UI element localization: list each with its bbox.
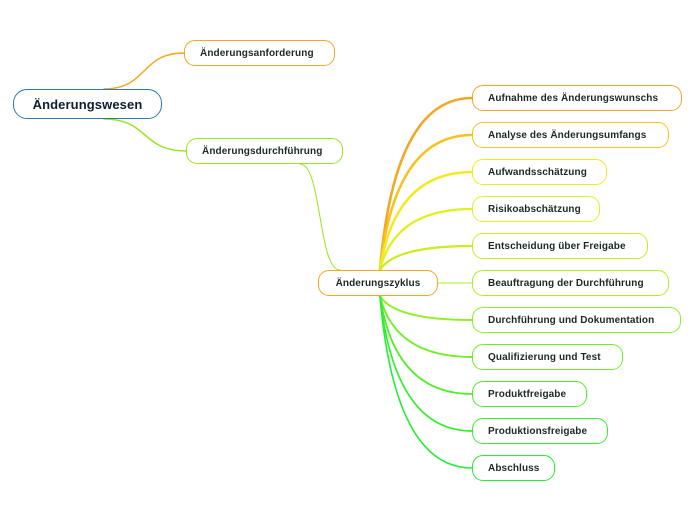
step-node-label: Beauftragung der Durchführung — [488, 277, 644, 289]
step-node-label: Aufwandsschätzung — [488, 166, 587, 178]
step-node-label: Entscheidung über Freigabe — [488, 240, 626, 252]
step-node-label: Analyse des Änderungsumfangs — [488, 129, 647, 141]
step-node-7[interactable]: Durchführung und Dokumentation — [472, 307, 681, 333]
step-node-9[interactable]: Produktfreigabe — [472, 381, 587, 407]
connector-zyklus-step-1 — [378, 96, 474, 272]
step-node-4[interactable]: Risikoabschätzung — [472, 196, 600, 222]
step-node-6[interactable]: Beauftragung der Durchführung — [472, 270, 669, 296]
step-node-label: Produktfreigabe — [488, 388, 567, 400]
connector-zyklus-step-11 — [379, 295, 473, 469]
branch-node-label: Änderungsdurchführung — [202, 145, 323, 157]
connector-zyklus-step-8 — [379, 295, 473, 358]
connector-zyklus-step-7 — [379, 295, 473, 321]
step-node-8[interactable]: Qualifizierung und Test — [472, 344, 623, 370]
connector-durchfuehrung-zyklus — [299, 163, 341, 271]
connector-zyklus-step-4 — [378, 207, 474, 272]
branch-node-aenderungsdurchfuehrung[interactable]: Änderungsdurchführung — [186, 138, 343, 164]
branch-node-label: Änderungsanforderung — [200, 47, 314, 59]
branch-node-aenderungsanforderung[interactable]: Änderungsanforderung — [184, 40, 335, 66]
connector-zyklus-step-10 — [379, 295, 473, 432]
step-node-11[interactable]: Abschluss — [472, 455, 555, 481]
connector-zyklus-step-9 — [379, 295, 473, 395]
connector-root-anforderung — [103, 52, 185, 90]
step-node-1[interactable]: Aufnahme des Änderungswunschs — [472, 85, 682, 111]
step-node-label: Durchführung und Dokumentation — [488, 314, 655, 326]
root-node-label: Änderungswesen — [32, 96, 143, 112]
connector-zyklus-step-2 — [378, 133, 474, 272]
step-node-label: Produktionsfreigabe — [488, 425, 588, 437]
zyklus-node[interactable]: Änderungszyklus — [318, 270, 438, 296]
step-node-2[interactable]: Analyse des Änderungsumfangs — [472, 122, 669, 148]
connector-zyklus-step-3 — [378, 170, 474, 272]
step-node-3[interactable]: Aufwandsschätzung — [472, 159, 607, 185]
step-node-10[interactable]: Produktionsfreigabe — [472, 418, 608, 444]
step-node-label: Aufnahme des Änderungswunschs — [488, 92, 659, 104]
root-node[interactable]: Änderungswesen — [13, 89, 162, 119]
zyklus-node-label: Änderungszyklus — [335, 277, 421, 289]
connector-zyklus-step-5 — [378, 244, 474, 272]
step-node-label: Risikoabschätzung — [488, 203, 581, 215]
step-node-label: Qualifizierung und Test — [488, 351, 601, 363]
step-node-label: Abschluss — [488, 462, 540, 474]
connector-root-durchfuehrung — [103, 118, 187, 152]
step-node-5[interactable]: Entscheidung über Freigabe — [472, 233, 648, 259]
